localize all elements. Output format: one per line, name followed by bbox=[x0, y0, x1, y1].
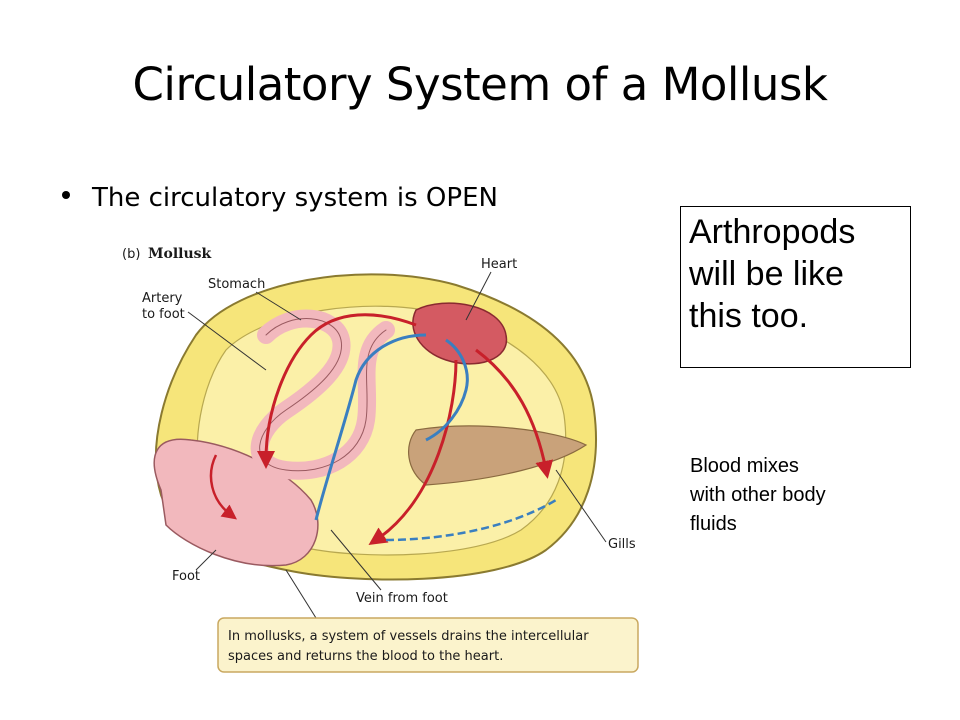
note-line: with other body bbox=[690, 484, 826, 506]
foot-shape bbox=[153, 438, 319, 567]
vein-label: Vein from foot bbox=[356, 591, 448, 606]
artery-vessel bbox=[368, 359, 458, 545]
callout-line: Arthropods bbox=[689, 213, 856, 251]
panel-title: Mollusk bbox=[148, 246, 212, 262]
artery-label-2: to foot bbox=[142, 307, 185, 322]
heart-shape bbox=[412, 302, 508, 365]
caption-line: spaces and returns the blood to the hear… bbox=[228, 649, 503, 664]
artery-label: Artery bbox=[142, 291, 183, 306]
panel-letter: (b) bbox=[122, 247, 140, 262]
vein-vessel bbox=[314, 333, 427, 521]
callout-box: Arthropods will be like this too. bbox=[680, 206, 911, 368]
artery-vessel bbox=[257, 313, 417, 469]
gills-label: Gills bbox=[608, 537, 636, 552]
callout-line: this too. bbox=[689, 297, 809, 335]
callout-line: will be like bbox=[689, 255, 844, 293]
caption-box bbox=[217, 617, 639, 673]
blood-note: Blood mixes with other body fluids bbox=[690, 452, 920, 539]
artery-vessel bbox=[475, 348, 554, 479]
mollusk-diagram: (b) Mollusk Stomach Artery to foot Heart… bbox=[122, 246, 639, 673]
stomach-label: Stomach bbox=[208, 277, 265, 292]
bullet-dot-icon bbox=[62, 190, 70, 199]
bullet-text: The circulatory system is OPEN bbox=[92, 183, 498, 213]
artery-vessel bbox=[209, 454, 237, 520]
note-line: Blood mixes bbox=[690, 455, 799, 477]
vein-vessel bbox=[425, 338, 469, 442]
vein-vessel bbox=[385, 498, 557, 542]
caption-line: In mollusks, a system of vessels drains … bbox=[228, 629, 589, 644]
intestine-outline bbox=[259, 318, 387, 472]
heart-label: Heart bbox=[481, 257, 517, 272]
bullet-point: The circulatory system is OPEN bbox=[62, 183, 498, 213]
note-line: fluids bbox=[690, 513, 737, 535]
slide-title: Circulatory System of a Mollusk bbox=[132, 58, 828, 111]
foot-label: Foot bbox=[172, 569, 200, 584]
